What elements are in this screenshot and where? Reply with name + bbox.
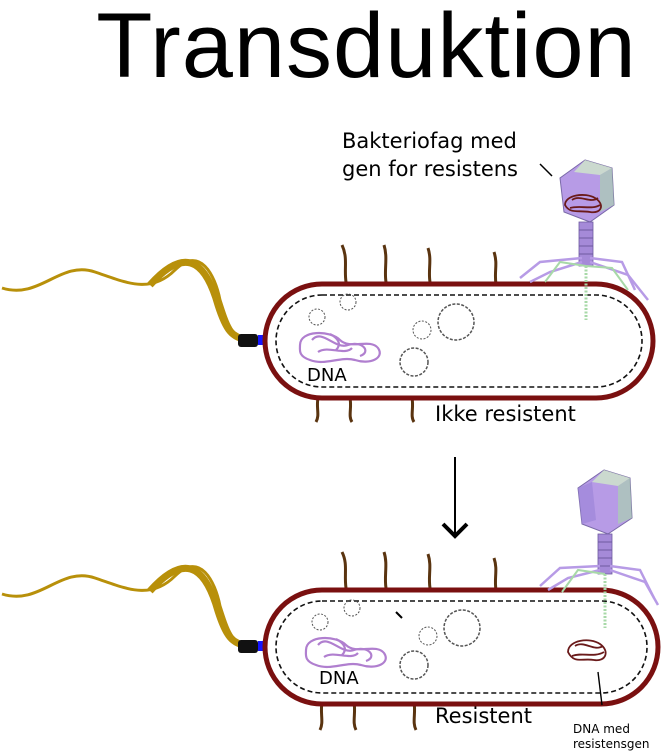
top-cell-membrane <box>275 294 643 388</box>
bottom-bacterium: DNA Resistent DNA med resistensgen <box>1 551 661 751</box>
bottom-cell-membrane <box>275 600 648 694</box>
diagram-title: Transduktion <box>96 0 637 97</box>
pilus <box>426 247 432 283</box>
top-status-label: Ikke resistent <box>435 402 576 426</box>
top-dna-label: DNA <box>307 365 347 386</box>
pilus <box>340 244 348 283</box>
phage-empty <box>539 469 660 628</box>
bottom-status-label: Resistent <box>435 704 532 728</box>
pilus <box>382 244 388 283</box>
plasmid <box>339 293 357 311</box>
phage-attached <box>519 159 649 320</box>
pilus <box>492 251 498 285</box>
bottom-flagellum <box>1 565 249 648</box>
top-flagellum-motor <box>238 334 258 347</box>
pilus <box>314 397 320 423</box>
bottom-dna-label: DNA <box>319 668 359 689</box>
plasmid <box>412 320 432 340</box>
pilus <box>410 397 416 423</box>
gene-label-line1: DNA med <box>573 722 630 736</box>
plasmid <box>437 303 475 341</box>
phage-label-leader <box>539 163 553 177</box>
pilus <box>348 397 354 423</box>
phage-dna <box>564 194 602 214</box>
bottom-flagellum-motor <box>238 640 258 653</box>
phage-label-line2: gen for resistens <box>342 157 518 181</box>
top-dna <box>298 332 381 364</box>
resistance-gene-dna <box>567 639 607 662</box>
bottom-cell-wall <box>262 587 661 707</box>
plasmid <box>399 347 429 377</box>
top-cell-wall <box>262 281 656 401</box>
top-flagellum <box>1 259 249 342</box>
gene-label-leader <box>597 671 603 706</box>
plasmid <box>308 308 326 326</box>
top-bacterium: DNA Ikke resistent <box>1 244 656 426</box>
phage-label-line1: Bakteriofag med <box>342 129 517 153</box>
bottom-dna <box>304 637 387 669</box>
gene-label-line2: resistensgen <box>573 737 649 751</box>
